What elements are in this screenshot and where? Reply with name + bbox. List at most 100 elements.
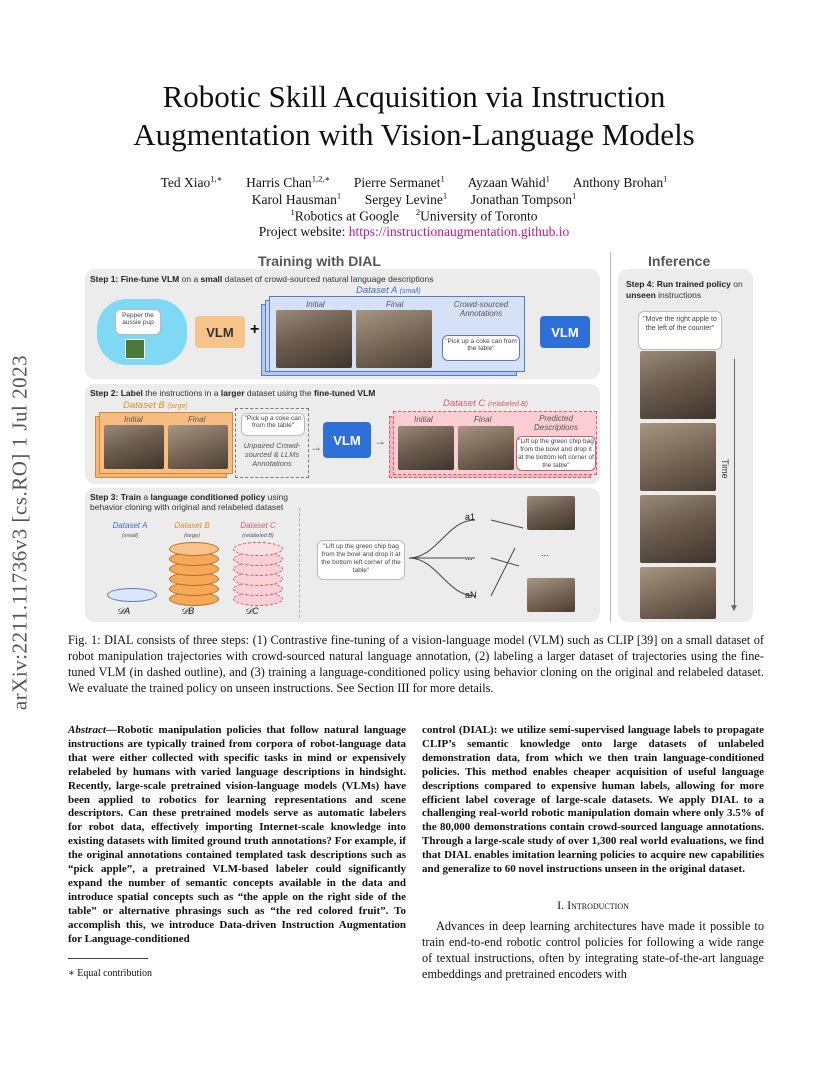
dataset-a-disk-icon [107,588,157,602]
dog-photo-icon [125,339,145,359]
project-website: Project website: https://instructionaugm… [258,224,570,239]
vlm-finetuned: VLM [540,316,590,348]
predicted-bubble: "Lift up the green chip bag from the bow… [516,436,596,471]
footnote-rule [68,958,148,959]
policy-instruction-bubble: "Lift up the green chip bag from the bow… [317,540,405,580]
author: Sergey Levine1 [364,190,448,207]
step2-label: Step 2: Label the instructions in a larg… [90,388,376,398]
caption-bubble: Pepper the aussie pup [115,309,161,335]
final-label: Final [386,300,404,309]
author: Harris Chan1,2,∗ [246,173,331,190]
authors-row-1: Ted Xiao1,∗ Harris Chan1,2,∗ Pierre Serm… [0,173,828,191]
abstract-label: Abstract [68,724,106,736]
initial-label: Initial [124,415,143,424]
author: Jonathan Tompson1 [470,190,577,207]
dataset-b-label: Dataset B(large) [174,521,210,539]
unpaired-bubble: "Pick up a coke can from the table" [241,413,305,436]
dataset-a-label: Dataset A (small) [356,285,421,296]
final-label: Final [188,415,206,424]
inference-header: Inference [648,253,711,269]
abstract-right: control (DIAL): we utilize semi-supervis… [422,724,764,877]
plus-sign: + [250,321,260,338]
robot-photo-initial [104,425,164,469]
robot-photo-final [168,425,228,469]
crowd-annotations-label: Crowd-sourced Annotations [453,300,509,318]
step2-panel: Step 2: Label the instructions in a larg… [85,384,600,484]
website-link[interactable]: https://instructionaugmentation.github.i… [348,224,570,239]
affiliation-1: Robotics at Google [294,208,400,224]
affiliations: 1Robotics at Google 2University of Toron… [290,207,538,224]
vlm-pretrained: VLM [195,316,245,348]
arrow-icon: → [374,434,386,448]
divider [610,252,611,622]
arxiv-identifier: arXiv:2211.11736v3 [cs.RO] 1 Jul 2023 [7,354,32,711]
author: Pierre Sermanet1 [353,173,445,190]
robot-photo-initial [398,426,454,470]
figure-caption: Fig. 1: DIAL consists of three steps: (1… [68,633,764,695]
d-c-symbol: 𝒟C [245,606,259,616]
abstract-text-left: —Robotic manipulation policies that foll… [68,724,406,945]
final-label: Final [474,415,492,424]
abstract-left: Abstract—Robotic manipulation policies t… [68,724,406,947]
action-a1: a1 [465,512,476,522]
dataset-a-label: Dataset A(small) [112,521,148,539]
robot-photo-final [356,310,432,368]
author: Anthony Brohan1 [572,173,668,190]
figure-1: Training with DIAL Inference Step 1: Fin… [80,248,760,626]
robot-photo-initial [276,310,352,368]
inference-frame-3 [640,495,716,563]
step4-label: Step 4: Run trained policy on unseen ins… [626,279,743,300]
step3-panel: Step 3: Train a language conditioned pol… [85,488,600,622]
inference-instruction-bubble: "Move the right apple to the left of the… [638,311,722,350]
branch-arrows [408,519,524,597]
time-arrow [734,359,735,609]
intro-paragraph: Advances in deep learning architectures … [422,919,764,981]
annotation-bubble: "Pick up a coke can from the table" [442,335,520,361]
robot-photo-final [458,426,514,470]
step3-label: Step 3: Train a language conditioned pol… [90,492,288,512]
policy-frame-n [527,578,575,612]
dataset-c-disk-icon [233,542,283,606]
dataset-b-card: Initial Final [99,412,233,474]
arrow-icon: → [310,440,322,454]
title-line-2: Augmentation with Vision-Language Models [133,117,695,152]
initial-label: Initial [414,415,433,424]
paper-title: Robotic Skill Acquisition via Instructio… [0,78,828,154]
predicted-label: Predicted Descriptions [533,414,578,432]
unpaired-label: Unpaired Crowd-sourced & LLMs Annotation… [243,441,301,468]
footnote: ∗ Equal contribution [68,968,153,979]
unpaired-box: "Pick up a coke can from the table" Unpa… [235,408,309,478]
step1-label: Step 1: Fine-tune VLM on a small dataset… [90,274,434,284]
frame-dots: ... [541,548,549,558]
inference-frame-1 [640,351,716,419]
inference-frame-2 [640,423,716,491]
policy-frame-1 [527,496,575,530]
title-line-1: Robotic Skill Acquisition via Instructio… [162,79,666,114]
action-dots: ... [465,552,473,562]
arrow-down-icon: ▼ [729,603,739,614]
inference-frame-4 [640,567,716,619]
authors-row-2: Karol Hausman1 Sergey Levine1 Jonathan T… [0,190,828,208]
author: Ted Xiao1,∗ [160,173,223,190]
author: Karol Hausman1 [251,190,342,207]
affiliation-2: University of Toronto [420,208,538,224]
section-heading: I. Introduction [557,898,629,912]
dataset-c-label: Dataset C (relabeled B) [443,398,528,409]
dataset-a-card: Dataset A (small) Initial Final Crowd-so… [269,285,525,372]
dataset-b-disk-icon [169,542,219,606]
divider [299,508,301,618]
inference-panel: Step 4: Run trained policy on unseen ins… [618,269,753,622]
time-label: Time [720,459,730,479]
vlm-labeler: VLM [323,422,371,458]
abstract-text-right: control (DIAL): we utilize semi-supervis… [422,724,764,876]
d-b-symbol: 𝒟B [181,606,195,616]
dataset-c-card: Initial Final Predicted Descriptions "Li… [393,411,597,475]
author: Ayzaan Wahid1 [467,173,550,190]
d-a-symbol: 𝒟A [117,606,131,616]
dataset-c-label: Dataset C(relabeled B) [240,521,276,539]
initial-label: Initial [306,300,325,309]
training-header: Training with DIAL [258,253,381,269]
action-aN: aN [465,590,477,600]
dataset-b-label: Dataset B (large) [123,400,188,411]
step1-panel: Step 1: Fine-tune VLM on a small dataset… [85,269,600,379]
